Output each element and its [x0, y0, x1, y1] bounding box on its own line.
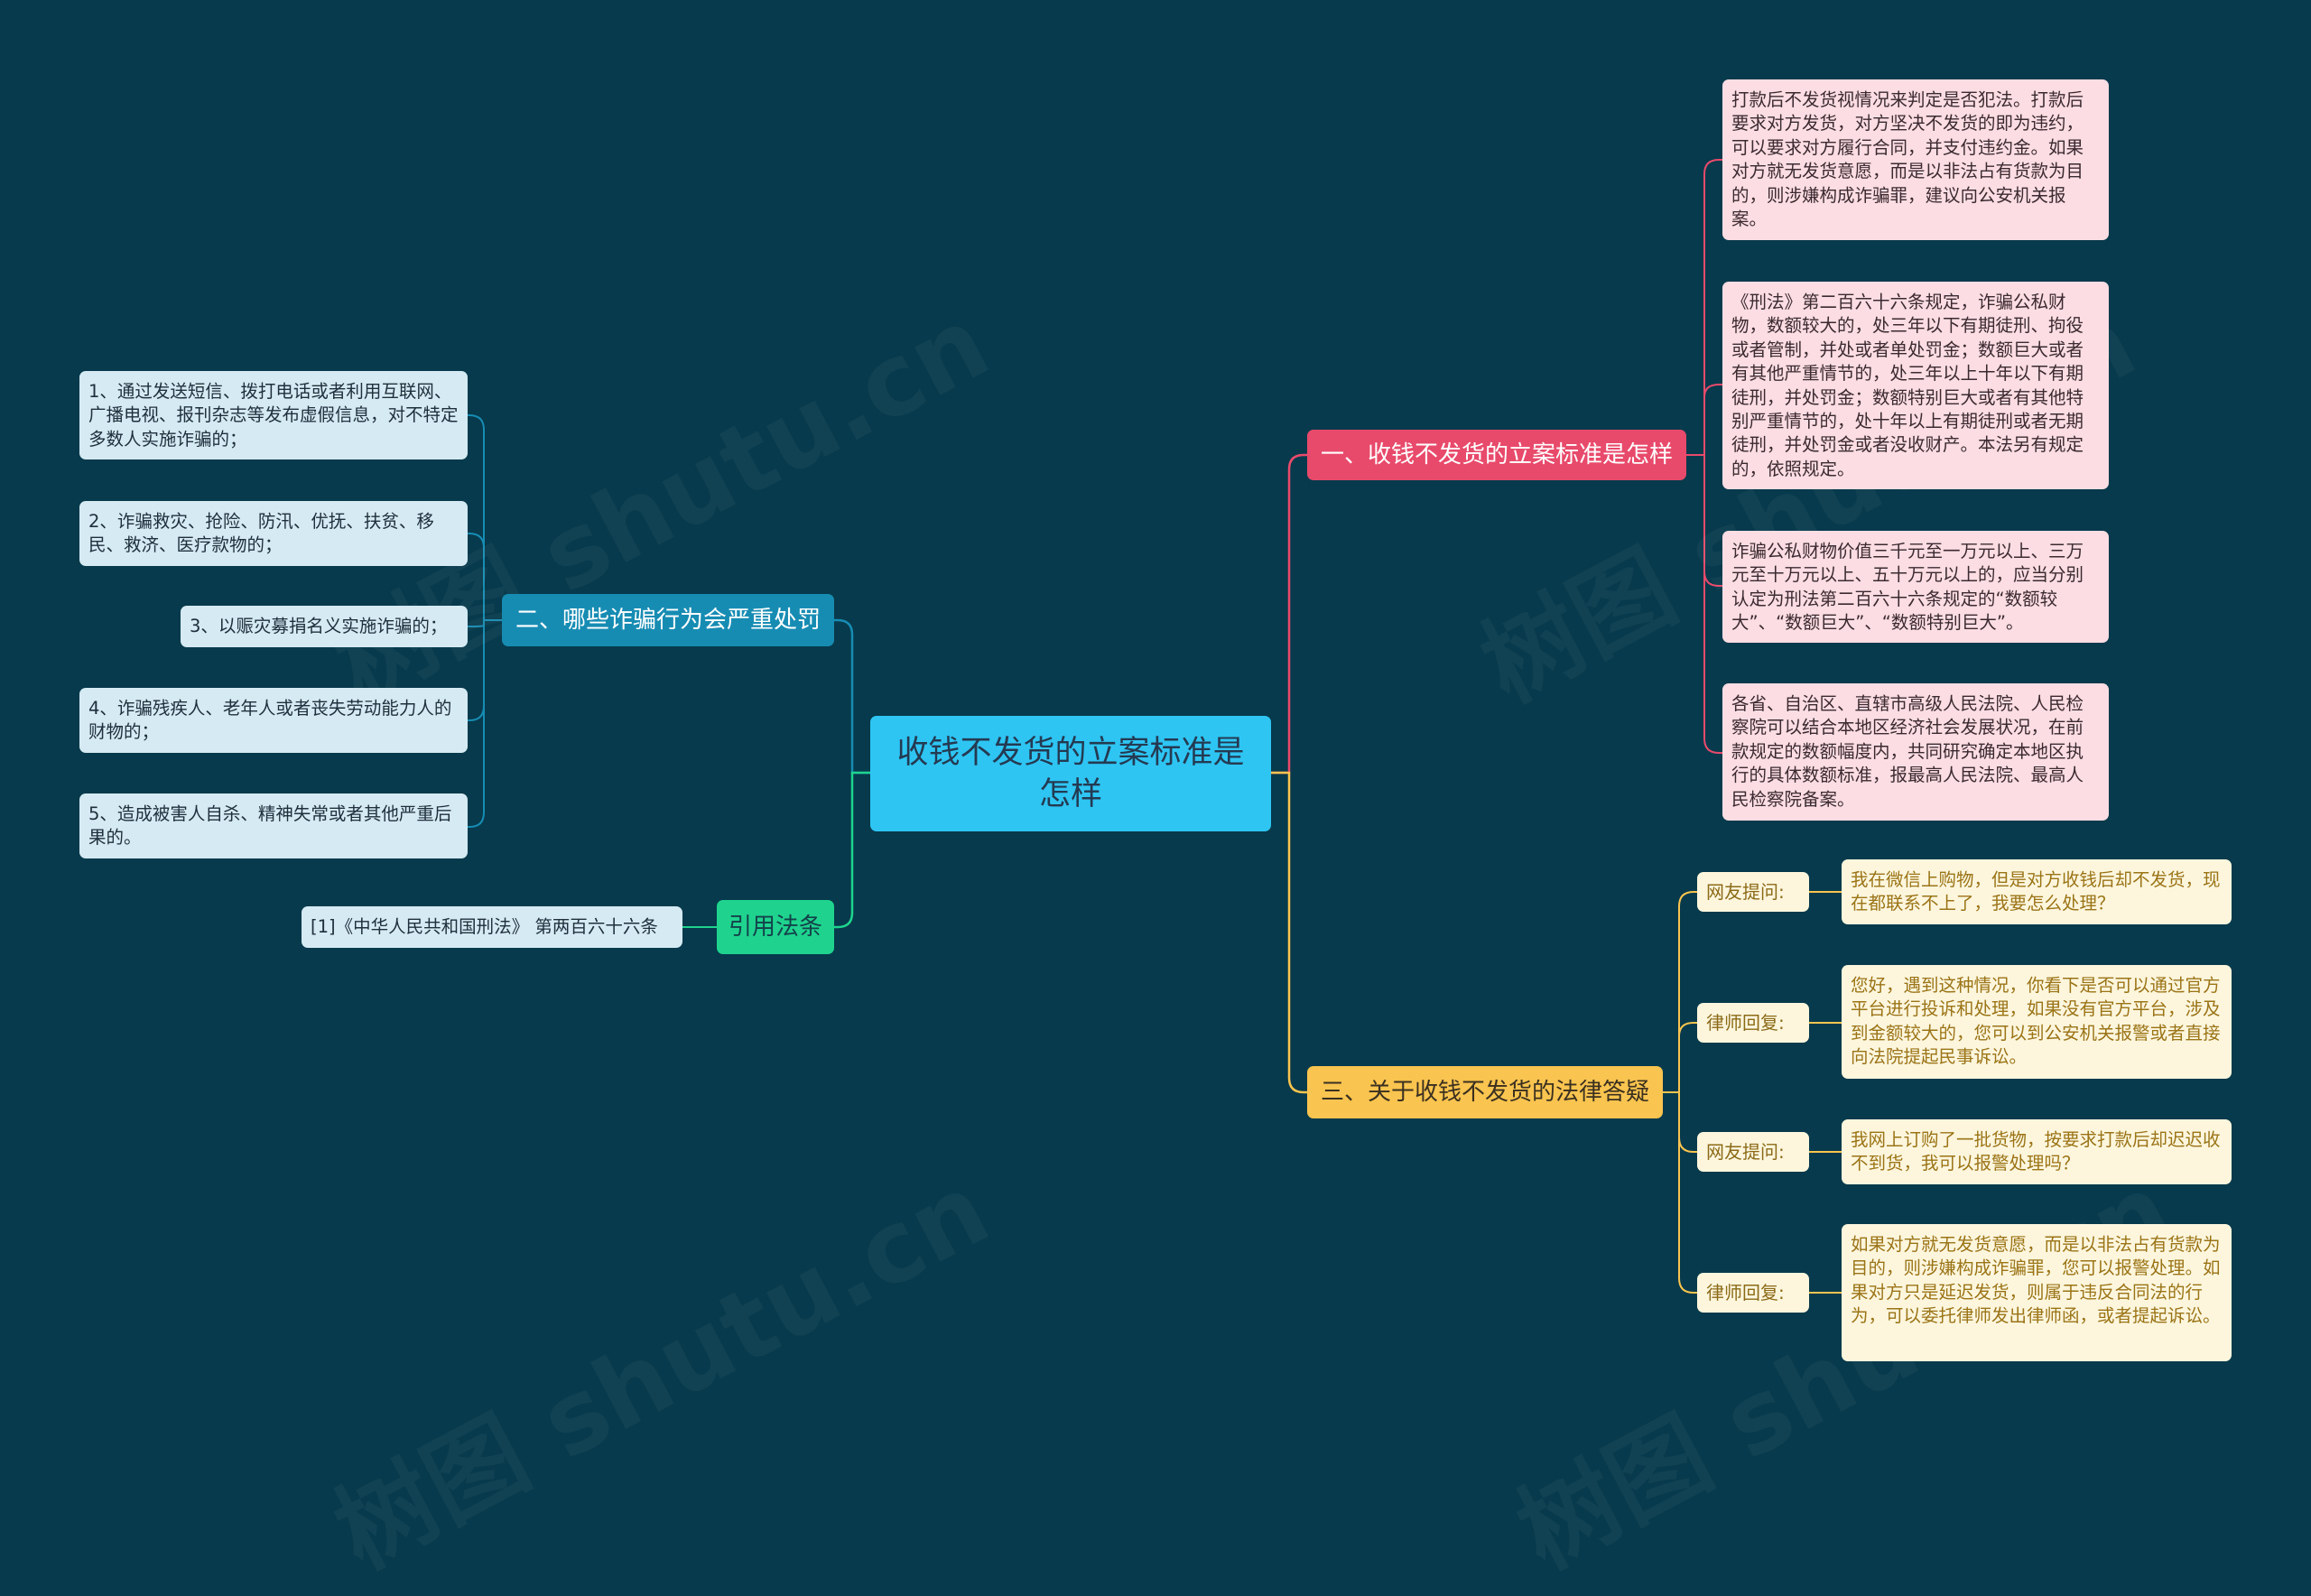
- law-citation[interactable]: [1]《中华人民共和国刑法》 第两百六十六条: [302, 906, 682, 948]
- branch-legal-qa[interactable]: 三、关于收钱不发货的法律答疑: [1307, 1066, 1663, 1118]
- leaf-text: 《刑法》第二百六十六条规定，诈骗公私财物，数额较大的，处三年以下有期徒刑、拘役或…: [1731, 292, 2084, 479]
- leaf-text: 诈骗公私财物价值三千元至一万元以上、三万元至十万元以上、五十万元以上的，应当分别…: [1731, 541, 2084, 634]
- link-b2-leaf-1: [468, 414, 502, 621]
- link-b3-tag-1: [1663, 891, 1697, 1093]
- answer-tag[interactable]: 律师回复:: [1697, 1273, 1809, 1313]
- link-b3-tag-4: [1663, 1091, 1697, 1294]
- qa-content: 您好，遇到这种情况，你看下是否可以通过官方平台进行投诉和处理，如果没有官方平台，…: [1851, 975, 2221, 1068]
- link-b2-leaf-2: [468, 533, 502, 621]
- link-b3-tag-2: [1663, 1022, 1697, 1093]
- link-center-b3: [1271, 771, 1307, 1094]
- tag-label: 律师回复:: [1706, 1282, 1785, 1304]
- link-b1-leaf-4: [1686, 454, 1722, 754]
- answer-tag[interactable]: 律师回复:: [1697, 1003, 1809, 1043]
- branch-title: 一、收钱不发货的立案标准是怎样: [1320, 441, 1673, 469]
- tag-label: 网友提问:: [1706, 881, 1785, 903]
- leaf-note[interactable]: 《刑法》第二百六十六条规定，诈骗公私财物，数额较大的，处三年以下有期徒刑、拘役或…: [1722, 282, 2109, 489]
- link-center-b4: [834, 771, 870, 929]
- branch-title: 三、关于收钱不发货的法律答疑: [1320, 1079, 1649, 1106]
- link-center-b1: [1271, 453, 1307, 775]
- branch-title: 二、哪些诈骗行为会严重处罚: [515, 607, 821, 634]
- qa-text[interactable]: 如果对方就无发货意愿，而是以非法占有货款为目的，则涉嫌构成诈骗罪，您可以报警处理…: [1842, 1224, 2232, 1361]
- qa-content: 我在微信上购物，但是对方收钱后却不发货，现在都联系不上了，我要怎么处理？: [1851, 869, 2221, 914]
- leaf-note[interactable]: 各省、自治区、直辖市高级人民法院、人民检察院可以结合本地区经济社会发展状况，在前…: [1722, 683, 2109, 821]
- leaf-note[interactable]: 2、诈骗救灾、抢险、防汛、优抚、扶贫、移民、救济、医疗款物的；: [79, 501, 468, 566]
- leaf-text: 4、诈骗残疾人、老年人或者丧失劳动能力人的财物的；: [88, 698, 452, 743]
- leaf-note[interactable]: 打款后不发货视情况来判定是否犯法。打款后要求对方发货，对方坚决不发货的即为违约，…: [1722, 79, 2109, 240]
- qa-text[interactable]: 我在微信上购物，但是对方收钱后却不发货，现在都联系不上了，我要怎么处理？: [1842, 859, 2232, 924]
- connector-lines: [468, 159, 1842, 1294]
- leaf-note[interactable]: 4、诈骗残疾人、老年人或者丧失劳动能力人的财物的；: [79, 688, 468, 753]
- citation-text: [1]《中华人民共和国刑法》 第两百六十六条: [311, 915, 658, 937]
- branch-title: 引用法条: [729, 914, 823, 941]
- leaf-note[interactable]: 诈骗公私财物价值三千元至一万元以上、三万元至十万元以上、五十万元以上的，应当分别…: [1722, 531, 2109, 643]
- leaf-text: 1、通过发送短信、拨打电话或者利用互联网、广播电视、报刊杂志等发布虚假信息，对不…: [88, 381, 459, 450]
- link-b1-leaf-2: [1686, 384, 1722, 456]
- qa-content: 如果对方就无发货意愿，而是以非法占有货款为目的，则涉嫌构成诈骗罪，您可以报警处理…: [1851, 1234, 2221, 1327]
- leaf-text: 3、以赈灾募捐名义实施诈骗的；: [190, 616, 448, 636]
- question-tag[interactable]: 网友提问:: [1697, 1132, 1809, 1172]
- leaf-text: 5、造成被害人自杀、精神失常或者其他严重后果的。: [88, 803, 452, 849]
- tag-label: 律师回复:: [1706, 1012, 1785, 1034]
- branch-fraud-penalties[interactable]: 二、哪些诈骗行为会严重处罚: [502, 594, 834, 646]
- qa-text[interactable]: 您好，遇到这种情况，你看下是否可以通过官方平台进行投诉和处理，如果没有官方平台，…: [1842, 965, 2232, 1079]
- link-b1-leaf-1: [1686, 159, 1722, 456]
- link-center-b2: [834, 618, 870, 775]
- leaf-note[interactable]: 1、通过发送短信、拨打电话或者利用互联网、广播电视、报刊杂志等发布虚假信息，对不…: [79, 371, 468, 459]
- leaf-note[interactable]: 5、造成被害人自杀、精神失常或者其他严重后果的。: [79, 793, 468, 858]
- leaf-text: 各省、自治区、直辖市高级人民法院、人民检察院可以结合本地区经济社会发展状况，在前…: [1731, 693, 2084, 810]
- link-b2-leaf-5: [468, 619, 502, 828]
- center-topic-text: 收钱不发货的立案标准是怎样: [896, 735, 1245, 812]
- tag-label: 网友提问:: [1706, 1141, 1785, 1163]
- qa-content: 我网上订购了一批货物，按要求打款后却迟迟收不到货，我可以报警处理吗？: [1851, 1129, 2221, 1174]
- branch-filing-standard[interactable]: 一、收钱不发货的立案标准是怎样: [1307, 430, 1686, 480]
- leaf-text: 2、诈骗救灾、抢险、防汛、优抚、扶贫、移民、救济、医疗款物的；: [88, 511, 434, 556]
- leaf-text: 打款后不发货视情况来判定是否犯法。打款后要求对方发货，对方坚决不发货的即为违约，…: [1731, 89, 2084, 230]
- branch-cited-law[interactable]: 引用法条: [717, 900, 834, 954]
- leaf-note[interactable]: 3、以赈灾募捐名义实施诈骗的；: [181, 606, 468, 647]
- center-topic[interactable]: 收钱不发货的立案标准是怎样: [870, 716, 1271, 831]
- question-tag[interactable]: 网友提问:: [1697, 872, 1809, 912]
- qa-text[interactable]: 我网上订购了一批货物，按要求打款后却迟迟收不到货，我可以报警处理吗？: [1842, 1119, 2232, 1184]
- mindmap-canvas: 树图 shutu.cn 树图 shutu.cn 树图 shutu.cn 树图 s…: [79, 79, 2232, 1591]
